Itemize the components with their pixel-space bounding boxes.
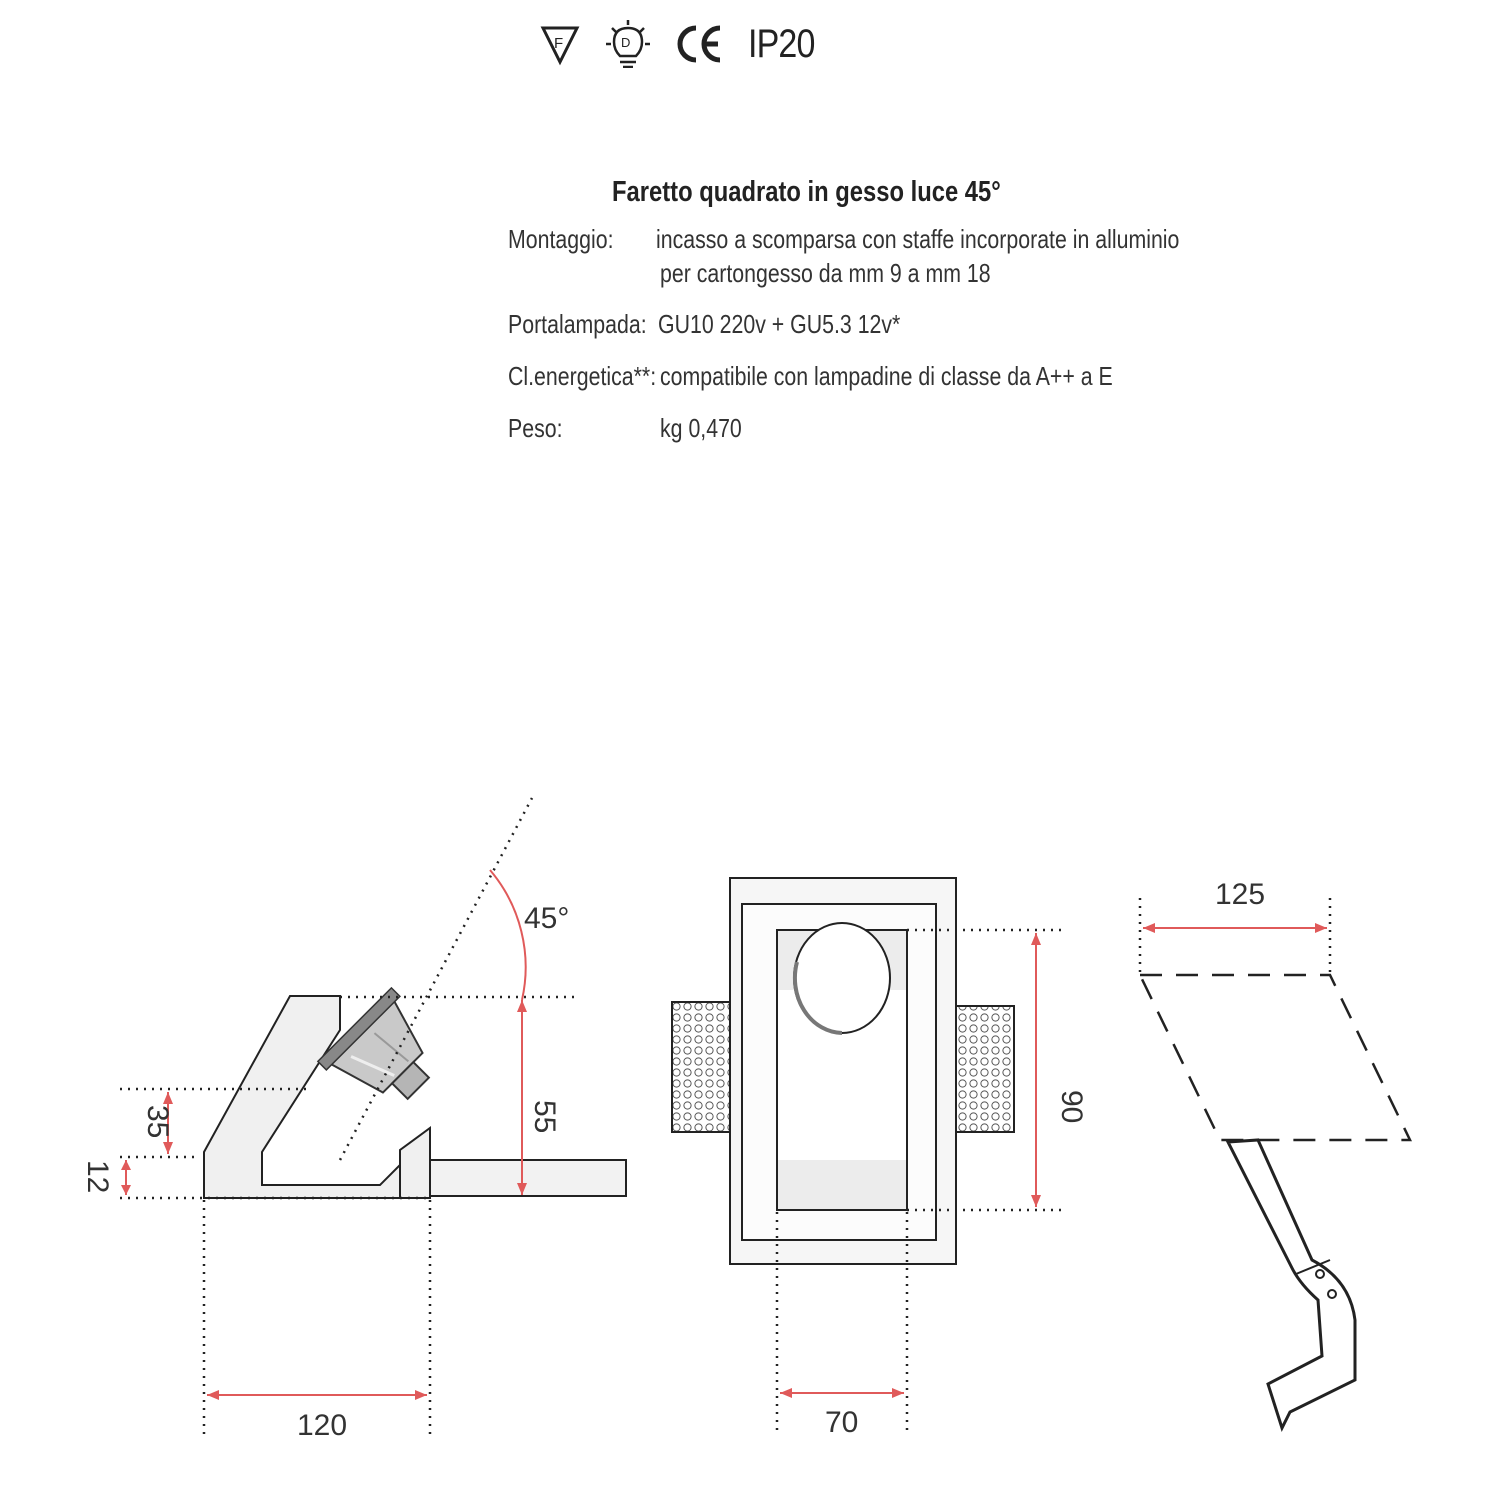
- bracket-arm: [1225, 1138, 1357, 1432]
- top-view-drawing: 90 70: [671, 877, 1088, 1439]
- spec-label-peso: Peso:: [508, 413, 563, 443]
- side-angle-label: 45°: [524, 902, 569, 935]
- spec-value-portalampada: GU10 220v + GU5.3 12v*: [658, 309, 901, 339]
- ce-mark-icon: [677, 25, 721, 63]
- angle-arc: [489, 869, 527, 1001]
- bracket-plasterboard-outline: [1138, 973, 1412, 1142]
- product-title: Faretto quadrato in gesso luce 45°: [612, 176, 1001, 208]
- f-mark-icon: F: [540, 26, 580, 66]
- side-height-total: 55: [528, 1100, 561, 1133]
- certification-marks: F D IP20: [540, 14, 826, 74]
- spec-label-montaggio: Montaggio:: [508, 224, 614, 254]
- bracket-view-drawing: 125: [1138, 878, 1412, 1432]
- spec-value-peso: kg 0,470: [660, 413, 742, 443]
- left-bracket: [671, 1001, 731, 1133]
- top-opening-width: 70: [825, 1406, 858, 1439]
- bracket-width: 125: [1215, 878, 1265, 911]
- ip-rating: IP20: [748, 21, 815, 66]
- side-width: 120: [297, 1409, 347, 1442]
- top-height: 90: [1055, 1090, 1088, 1123]
- side-view-drawing: 45° 55 35 12 120: [81, 797, 627, 1442]
- spec-value-energetica: compatibile con lampadine di classe da A…: [660, 361, 1113, 391]
- svg-text:F: F: [554, 35, 563, 52]
- plasterboard: [429, 1159, 627, 1197]
- thermal-protection-icon: D: [606, 20, 650, 68]
- spec-value-montaggio-2: per cartongesso da mm 9 a mm 18: [660, 258, 991, 288]
- spec-label-energetica: Cl.energetica**:: [508, 361, 657, 391]
- lamp-reflector: [316, 986, 431, 1101]
- spec-value-montaggio: incasso a scomparsa con staffe incorpora…: [656, 224, 1180, 254]
- spec-label-portalampada: Portalampada:: [508, 309, 647, 339]
- side-height-body: 35: [141, 1105, 174, 1138]
- right-bracket: [955, 1005, 1015, 1133]
- svg-text:D: D: [621, 35, 630, 50]
- side-height-plate: 12: [81, 1160, 114, 1193]
